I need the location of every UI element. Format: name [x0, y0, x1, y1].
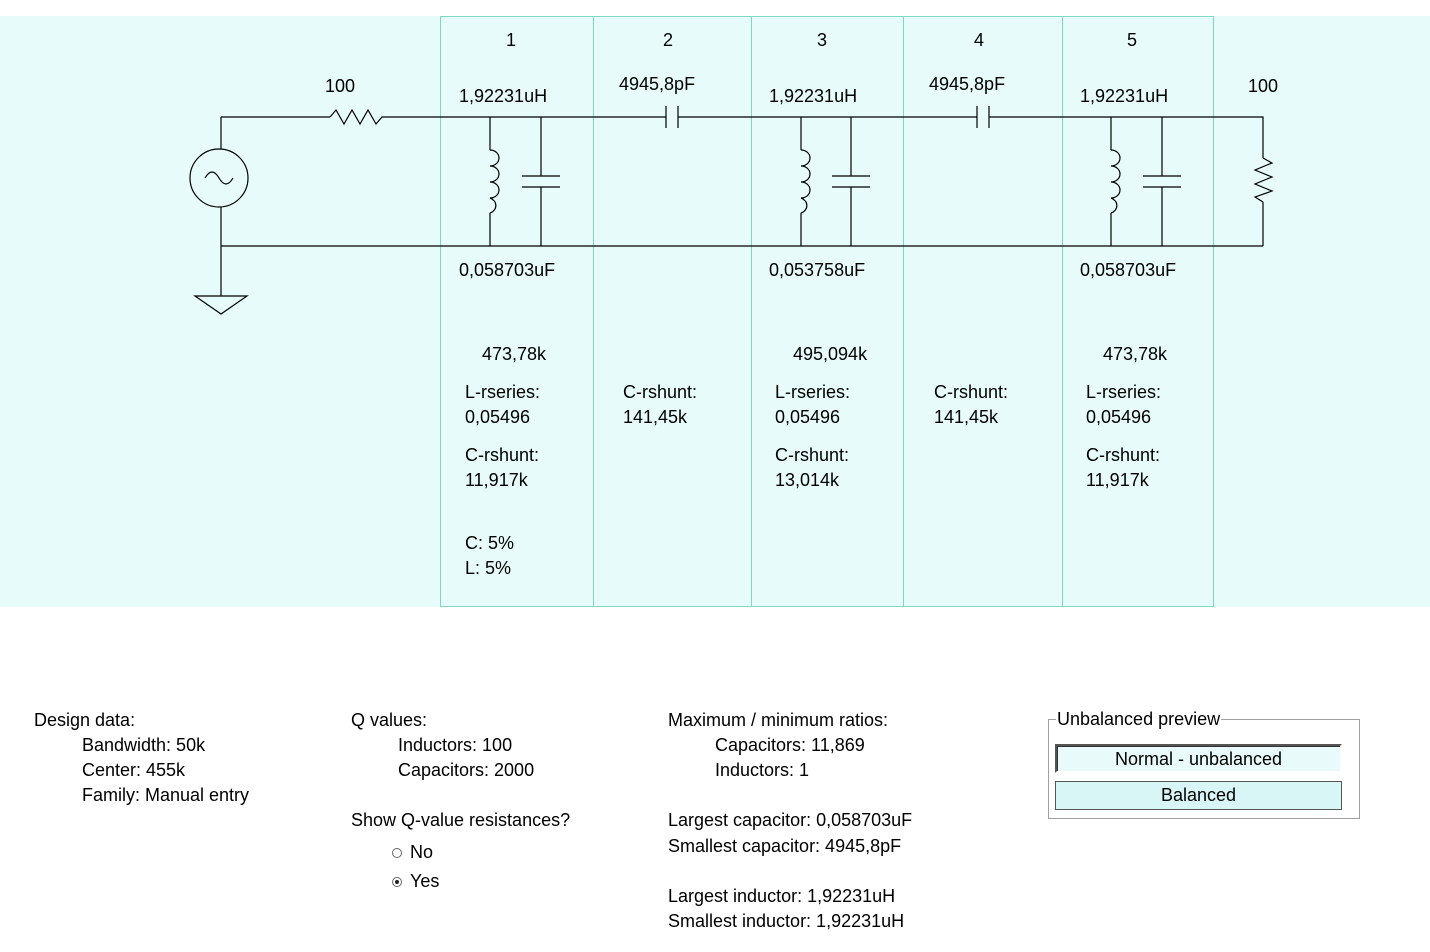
- bandwidth-value: Bandwidth: 50k: [82, 735, 206, 755]
- q-values-title: Q values:: [351, 710, 428, 730]
- q-value: 11,917k: [465, 470, 528, 490]
- inductor-value: 1,92231uH: [459, 86, 548, 106]
- q-value: 13,014k: [775, 470, 840, 490]
- section-3-box[interactable]: [751, 16, 903, 607]
- resonant-frequency: 473,78k: [482, 344, 547, 364]
- inductor-value: 1,92231uH: [1080, 86, 1169, 106]
- section-2-box[interactable]: [593, 16, 751, 607]
- source-resistor-icon: [329, 108, 386, 126]
- q-value: 141,45k: [623, 407, 688, 427]
- section-5-box[interactable]: [1062, 16, 1214, 607]
- unbalanced-preview-title: Unbalanced preview: [1056, 709, 1222, 729]
- section-number: 2: [662, 30, 674, 50]
- q-value: 11,917k: [1086, 470, 1149, 490]
- ac-source-icon: [189, 148, 249, 208]
- q-value: 0,05496: [775, 407, 841, 427]
- section-number: 1: [505, 30, 517, 50]
- q-label: C-rshunt:: [934, 382, 1009, 402]
- inductor-ratio: Inductors: 1: [715, 760, 810, 780]
- smallest-capacitor: Smallest capacitor: 4945,8pF: [668, 836, 902, 856]
- load-resistor-icon: [1253, 157, 1274, 203]
- largest-capacitor: Largest capacitor: 0,058703uF: [668, 810, 913, 830]
- filter-schematic: [189, 106, 1274, 315]
- capacitor-tolerance: C: 5%: [465, 533, 515, 553]
- ratios-title: Maximum / minimum ratios:: [668, 710, 889, 730]
- tank-5-icon: [1110, 117, 1181, 246]
- radio-yes-label: Yes: [410, 871, 440, 891]
- q-label: L-rseries:: [465, 382, 541, 402]
- resonant-frequency: 495,094k: [793, 344, 868, 364]
- series-capacitor-2-icon: [665, 106, 679, 128]
- radio-yes[interactable]: Yes: [392, 871, 439, 892]
- capacitor-ratio: Capacitors: 11,869: [715, 735, 865, 755]
- radio-no[interactable]: No: [392, 842, 433, 863]
- inductor-tolerance: L: 5%: [465, 558, 512, 578]
- source-resistor-label: 100: [324, 76, 356, 96]
- balanced-button[interactable]: Balanced: [1055, 781, 1342, 810]
- design-data-title: Design data:: [34, 710, 136, 730]
- smallest-inductor: Smallest inductor: 1,92231uH: [668, 911, 905, 931]
- section-number: 3: [816, 30, 828, 50]
- radio-no-label: No: [410, 842, 434, 862]
- schematic-area: [0, 16, 1430, 607]
- q-label: L-rseries:: [775, 382, 851, 402]
- normal-unbalanced-button[interactable]: Normal - unbalanced: [1055, 744, 1342, 773]
- inductor-value: 1,92231uH: [769, 86, 858, 106]
- shunt-capacitor-value: 0,058703uF: [1080, 260, 1177, 280]
- q-label: C-rshunt:: [775, 445, 850, 465]
- shunt-capacitor-value: 0,058703uF: [459, 260, 556, 280]
- section-1-box[interactable]: [440, 16, 593, 607]
- q-label: L-rseries:: [1086, 382, 1162, 402]
- top-wire: [221, 116, 1264, 246]
- ground-icon: [193, 295, 249, 315]
- tank-1-icon: [489, 117, 560, 246]
- center-value: Center: 455k: [82, 760, 186, 780]
- series-capacitor-value: 4945,8pF: [929, 74, 1006, 94]
- series-capacitor-value: 4945,8pF: [619, 74, 696, 94]
- section-4-box[interactable]: [903, 16, 1062, 607]
- q-label: C-rshunt:: [623, 382, 698, 402]
- resonant-frequency: 473,78k: [1103, 344, 1168, 364]
- tank-3-icon: [800, 117, 870, 246]
- q-label: C-rshunt:: [465, 445, 540, 465]
- show-q-question: Show Q-value resistances?: [351, 810, 571, 830]
- capacitors-q: Capacitors: 2000: [398, 760, 535, 780]
- series-capacitor-4-icon: [976, 106, 990, 128]
- q-value: 0,05496: [465, 407, 531, 427]
- section-number: 5: [1126, 30, 1138, 50]
- section-number: 4: [973, 30, 985, 50]
- q-value: 141,45k: [934, 407, 999, 427]
- load-resistor-label: 100: [1247, 76, 1279, 96]
- radio-no-dot[interactable]: [392, 847, 402, 858]
- q-value: 0,05496: [1086, 407, 1152, 427]
- q-label: C-rshunt:: [1086, 445, 1161, 465]
- shunt-capacitor-value: 0,053758uF: [769, 260, 866, 280]
- family-value: Family: Manual entry: [82, 785, 250, 805]
- inductors-q: Inductors: 100: [398, 735, 513, 755]
- largest-inductor: Largest inductor: 1,92231uH: [668, 886, 896, 906]
- radio-yes-dot[interactable]: [392, 876, 402, 887]
